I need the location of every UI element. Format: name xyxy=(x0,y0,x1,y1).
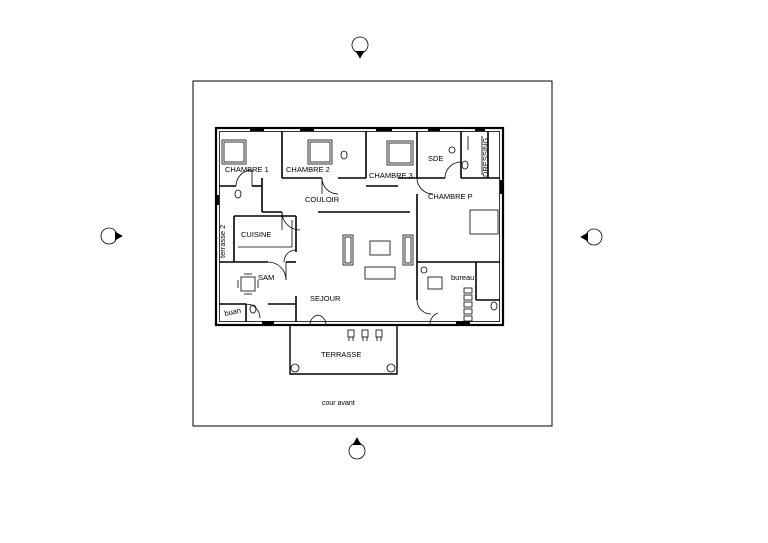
label-dressing: DRESSING xyxy=(481,138,490,177)
section-marker-west-icon xyxy=(100,227,123,245)
dining-table xyxy=(240,276,256,292)
desk xyxy=(427,276,443,290)
label-couloir: COULOIR xyxy=(305,195,340,204)
label-buan: buan xyxy=(224,306,242,318)
sofa-right xyxy=(402,234,414,266)
label-sde: SDE xyxy=(428,154,443,163)
bed-chambre1 xyxy=(221,139,247,165)
label-bureau: bureau xyxy=(451,273,474,282)
site-boundary xyxy=(192,80,553,427)
label-terrasse: TERRASSE xyxy=(321,350,361,359)
windows xyxy=(215,127,504,325)
furniture xyxy=(221,136,499,322)
label-chambre3: CHAMBRE 3 xyxy=(369,171,413,180)
sofa-left xyxy=(342,234,354,266)
coffee-table xyxy=(369,240,391,256)
label-chambre-p: CHAMBRE P xyxy=(428,192,473,201)
interior-walls xyxy=(219,131,500,322)
label-chambre2: CHAMBRE 2 xyxy=(286,165,330,174)
section-marker-south-icon xyxy=(348,437,366,460)
label-terrasse2: terrasse 2 xyxy=(218,225,227,258)
label-chambre1: CHAMBRE 1 xyxy=(225,165,269,174)
doors xyxy=(235,161,462,326)
bed-chambre2 xyxy=(307,139,333,165)
section-marker-east-icon xyxy=(580,228,603,246)
bed-chambre3 xyxy=(386,140,414,166)
outer-walls xyxy=(214,126,505,327)
label-sejour: SEJOUR xyxy=(310,294,341,303)
bed-chambre-p xyxy=(469,209,499,235)
terrasse-outline xyxy=(289,325,398,375)
label-sam: SAM xyxy=(258,273,274,282)
section-marker-north-icon xyxy=(351,36,369,59)
label-cuisine: CUISINE xyxy=(241,230,271,239)
label-cour-avant: cour avant xyxy=(322,400,355,407)
sofa-bottom xyxy=(364,266,396,280)
